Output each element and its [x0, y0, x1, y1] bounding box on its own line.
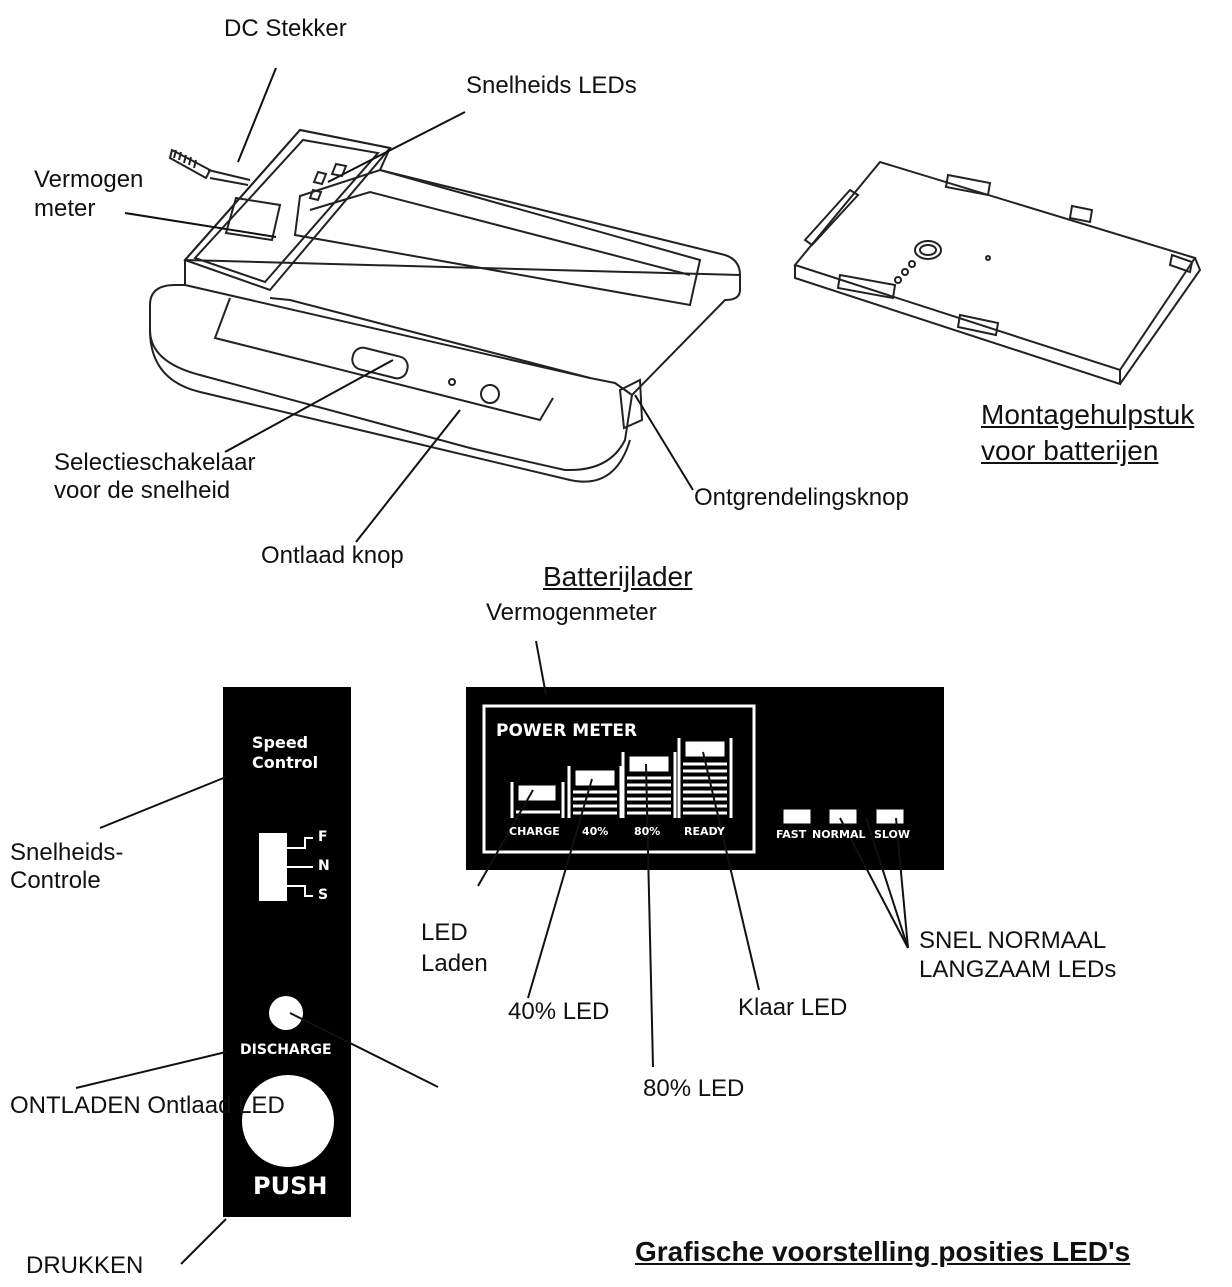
label-snel-normaal-2: LANGZAAM LEDs — [919, 956, 1117, 983]
ready-label: READY — [684, 825, 725, 838]
label-dc-stekker: DC Stekker — [224, 15, 347, 42]
push-label: PUSH — [253, 1172, 328, 1200]
label-led-laden-1: LED — [421, 919, 468, 946]
label-vermogen-meter-2: meter — [34, 195, 96, 222]
discharge-label: DISCHARGE — [240, 1042, 332, 1058]
label-klaar-led: Klaar LED — [738, 994, 848, 1021]
footer-title: Grafische voorstelling posities LED's — [635, 1236, 1131, 1267]
charger-leader-lines — [124, 67, 694, 543]
label-ontladen: ONTLADEN Ontlaad LED — [10, 1092, 285, 1119]
label-selectieschakelaar-2: voor de snelheid — [54, 477, 231, 504]
label-ontlaad-knop: Ontlaad knop — [261, 542, 404, 569]
normal-label: NORMAL — [812, 828, 866, 841]
label-vermogenmeter: Vermogenmeter — [486, 599, 657, 626]
label-snelheids-controle-2: Controle — [10, 867, 101, 894]
label-snel-normaal-1: SNEL NORMAAL — [919, 927, 1107, 954]
speed-control-label-1: Speed — [252, 733, 309, 752]
label-snelheids-controle-1: Snelheids- — [10, 839, 124, 866]
label-vermogen-meter-1: Vermogen — [34, 166, 144, 193]
charger-title: Batterijlader — [543, 561, 693, 592]
label-led-laden-2: Laden — [421, 950, 488, 977]
speed-control-panel — [223, 687, 351, 1217]
label-led-40: 40% LED — [508, 998, 610, 1025]
power-meter-label: POWER METER — [496, 721, 638, 741]
charger-illustration — [149, 128, 741, 483]
label-drukken: DRUKKEN — [26, 1252, 144, 1279]
switch-s-label: S — [318, 887, 329, 903]
label-snelheids-leds: Snelheids LEDs — [466, 72, 637, 99]
p40-label: 40% — [582, 825, 609, 838]
speed-control-label-2: Control — [252, 753, 319, 772]
charge-label: CHARGE — [509, 825, 560, 838]
mount-title-2: voor batterijen — [981, 435, 1159, 466]
p80-label: 80% — [634, 825, 661, 838]
switch-n-label: N — [318, 858, 330, 874]
label-selectieschakelaar-1: Selectieschakelaar — [54, 449, 256, 476]
label-ontgrendelingsknop: Ontgrendelingsknop — [694, 484, 909, 511]
mount-illustration — [793, 160, 1202, 386]
mount-title-1: Montagehulpstuk — [981, 399, 1195, 430]
power-meter-panel — [466, 687, 944, 870]
switch-f-label: F — [318, 829, 328, 845]
slow-label: SLOW — [874, 828, 911, 841]
fast-label: FAST — [776, 828, 807, 841]
panel-leader-lines — [75, 640, 909, 1265]
label-led-80: 80% LED — [643, 1075, 745, 1102]
